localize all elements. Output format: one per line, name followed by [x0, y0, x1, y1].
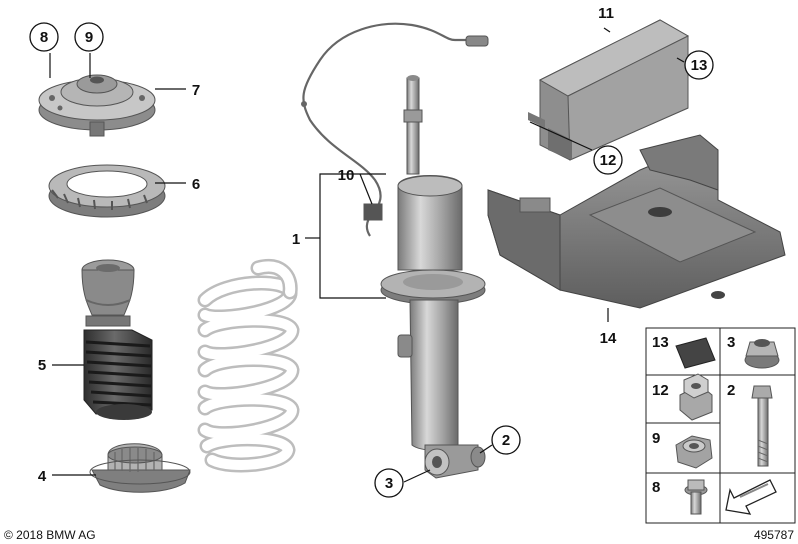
- svg-text:3: 3: [385, 475, 393, 492]
- flange-screw-icon: [684, 479, 708, 515]
- legend-label-8: 8: [652, 479, 660, 496]
- strut-mount-part: [38, 74, 156, 137]
- svg-text:13: 13: [691, 57, 708, 74]
- small-parts-table: 13 3 12 2 9 8: [645, 327, 796, 524]
- callout-9: 9: [74, 22, 104, 52]
- svg-text:8: 8: [40, 29, 48, 46]
- flange-nut-icon: [744, 339, 780, 369]
- pad-sheet-icon: [675, 337, 716, 369]
- svg-text:9: 9: [85, 29, 93, 46]
- svg-text:2: 2: [502, 432, 510, 449]
- copyright-text: © 2018 BMW AG: [4, 528, 96, 542]
- callout-4: 4: [38, 468, 47, 485]
- hex-bolt-icon: [751, 385, 773, 467]
- spring-pad-part: [89, 443, 191, 493]
- callout-6: 6: [192, 176, 200, 193]
- bracket-tray-part: [487, 134, 786, 309]
- legend-label-2: 2: [727, 382, 735, 399]
- coil-spring-part: [197, 259, 300, 473]
- legend-label-3: 3: [727, 334, 735, 351]
- legend-label-9: 9: [652, 430, 660, 447]
- callout-3: 3: [374, 468, 404, 498]
- bump-stop-part: [81, 259, 153, 420]
- callout-2: 2: [491, 425, 521, 455]
- callout-5: 5: [38, 357, 46, 374]
- callout-11: 11: [598, 5, 614, 22]
- hex-nut-icon: [675, 435, 713, 469]
- shock-absorber-part: [301, 22, 489, 479]
- callout-7: 7: [192, 82, 200, 99]
- legend-label-12: 12: [652, 382, 669, 399]
- diagram-id: 495787: [754, 528, 794, 542]
- callout-8: 8: [29, 22, 59, 52]
- arrow-icon: [725, 479, 777, 515]
- legend-label-13: 13: [652, 334, 669, 351]
- control-unit-part: [528, 19, 690, 161]
- callout-10: 10: [338, 167, 355, 184]
- callout-13: 13: [684, 50, 714, 80]
- callout-14: 14: [600, 330, 617, 347]
- bearing-ring-part: [48, 164, 166, 218]
- leader-lines: [49, 27, 685, 483]
- cage-nut-icon: [679, 373, 713, 421]
- callout-1: 1: [292, 231, 300, 248]
- callout-12: 12: [593, 145, 623, 175]
- svg-text:12: 12: [600, 152, 617, 169]
